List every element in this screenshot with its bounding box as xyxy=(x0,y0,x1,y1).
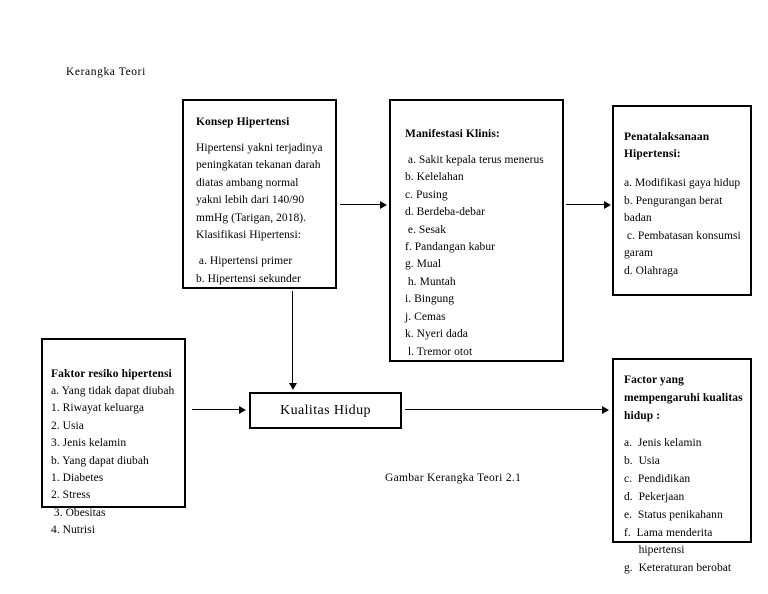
arrow-shaft xyxy=(192,409,240,410)
list-item: 3. Jenis kelamin xyxy=(51,437,127,450)
list-item: c. Pendidikan xyxy=(624,472,691,485)
box-konsep-heading: Konsep Hipertensi xyxy=(196,116,290,128)
list-item: 3. Obesitas xyxy=(51,506,106,519)
arrow-head xyxy=(604,200,611,209)
arrow-konsep-to-kualitas-hidup-icon xyxy=(288,291,298,390)
arrow-shaft xyxy=(405,409,603,410)
box-factoryang-heading-line1: Factor yang xyxy=(624,374,684,386)
arrow-head xyxy=(602,405,609,414)
list-item: g. Mual xyxy=(405,258,442,271)
list-item: f. Pandangan kabur xyxy=(405,241,495,254)
list-item: j. Cemas xyxy=(405,310,446,323)
box-faktor-item-list: a. Yang tidak dapat diubah 1. Riwayat ke… xyxy=(51,383,178,540)
list-item: garam xyxy=(624,247,653,260)
list-item: d. Berdeba-debar xyxy=(405,206,485,219)
box-penatalaksanaan-heading-line1: Penatalaksanaan xyxy=(624,131,710,143)
list-item: d. Olahraga xyxy=(624,264,679,277)
list-item: a. Modifikasi gaya hidup xyxy=(624,177,741,190)
box-kualitas-hidup-label: Kualitas Hidup xyxy=(280,402,371,418)
spacer xyxy=(196,244,324,253)
list-item: e. Status penikahann xyxy=(624,508,723,521)
list-item: a. Sakit kepala terus menerus xyxy=(405,153,544,166)
list-item: f. Lama menderita xyxy=(624,526,713,539)
list-item: e. Sesak xyxy=(405,223,447,236)
spacer xyxy=(196,131,324,140)
list-item: g. Keteraturan berobat xyxy=(624,562,732,575)
list-item: k. Nyeri dada xyxy=(405,328,468,341)
list-item: 1. Diabetes xyxy=(51,472,104,485)
box-konsep-hipertensi: Konsep Hipertensi Hipertensi yakni terja… xyxy=(182,99,337,289)
spacer xyxy=(624,162,742,175)
list-item: 2. Usia xyxy=(51,419,84,432)
spacer xyxy=(405,143,552,152)
box-factoryang-item-list: a. Jenis kelamin b. Usia c. Pendidikan d… xyxy=(624,435,744,579)
box-penatalaksanaan-hipertensi: Penatalaksanaan Hipertensi: a. Modifikas… xyxy=(612,105,752,296)
list-item: hipertensi xyxy=(624,544,685,557)
list-item: badan xyxy=(624,212,652,225)
spacer xyxy=(624,426,744,435)
box-factoryang-heading-line3: hidup : xyxy=(624,409,661,422)
list-item: a. Jenis kelamin xyxy=(624,436,702,449)
arrow-shaft xyxy=(340,204,381,205)
list-item: d. Pekerjaan xyxy=(624,490,685,503)
list-item: b. Kelelahan xyxy=(405,171,464,184)
arrow-faktor-resiko-to-kualitas-hidup-icon xyxy=(192,405,246,415)
arrow-head xyxy=(239,405,246,414)
box-faktor-resiko-hipertensi: Faktor resiko hipertensi a. Yang tidak d… xyxy=(41,338,186,536)
figure-caption: Gambar Kerangka Teori 2.1 xyxy=(385,472,522,484)
box-konsep-item-list: a. Hipertensi primer b. Hipertensi sekun… xyxy=(196,253,324,288)
box-manifestasi-klinis: Manifestasi Klinis: a. Sakit kepala teru… xyxy=(389,99,564,362)
box-manifestasi-item-list: a. Sakit kepala terus menerus b. Kelelah… xyxy=(405,152,552,362)
box-penatalaksanaan-item-list: a. Modifikasi gaya hidup b. Pengurangan … xyxy=(624,175,742,280)
arrow-head xyxy=(288,383,297,390)
box-konsep-paragraph: Hipertensi yakni terjadinya peningkatan … xyxy=(196,141,323,242)
arrow-shaft xyxy=(292,291,293,383)
list-item: l. Tremor otot xyxy=(405,345,473,358)
list-item: b. Yang dapat diubah xyxy=(51,454,149,467)
list-item: c. Pusing xyxy=(405,188,448,201)
list-item: b. Pengurangan berat xyxy=(624,194,723,207)
arrow-konsep-to-manifestasi-icon xyxy=(340,200,387,210)
list-item: b. Hipertensi sekunder xyxy=(196,272,301,285)
list-item: i. Bingung xyxy=(405,293,455,306)
list-item: 1. Riwayat keluarga xyxy=(51,402,145,415)
arrow-shaft xyxy=(566,204,605,205)
arrow-manifestasi-to-penatalaksanaan-icon xyxy=(566,200,611,210)
list-item: 4. Nutrisi xyxy=(51,524,95,537)
box-faktor-heading: Faktor resiko hipertensi xyxy=(51,368,172,380)
list-item: a. Hipertensi primer xyxy=(196,255,293,268)
box-factor-mempengaruhi-kualitas-hidup: Factor yang mempengaruhi kualitas hidup … xyxy=(612,358,752,574)
box-kualitas-hidup: Kualitas Hidup xyxy=(249,392,402,429)
box-penatalaksanaan-heading-line2: Hipertensi: xyxy=(624,147,681,160)
box-factoryang-heading-line2: mempengaruhi kualitas xyxy=(624,391,743,404)
box-manifestasi-heading: Manifestasi Klinis: xyxy=(405,128,500,140)
list-item: h. Muntah xyxy=(405,275,456,288)
list-item: a. Yang tidak dapat diubah xyxy=(51,384,175,397)
diagram-title: Kerangka Teori xyxy=(66,66,146,78)
list-item: 2. Stress xyxy=(51,489,91,502)
list-item: b. Usia xyxy=(624,454,660,467)
arrow-head xyxy=(380,200,387,209)
arrow-kualitas-hidup-to-factor-icon xyxy=(405,405,609,415)
list-item: c. Pembatasan konsumsi xyxy=(624,229,741,242)
